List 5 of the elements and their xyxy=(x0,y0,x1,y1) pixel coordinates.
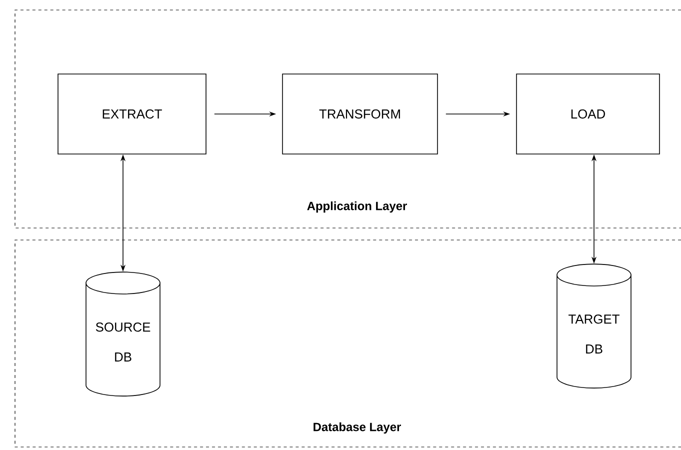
process-box: EXTRACT xyxy=(58,74,206,154)
database-cylinder: SOURCE DB xyxy=(86,272,160,396)
database-cylinder: TARGET DB xyxy=(556,264,632,388)
process-box: TRANSFORM xyxy=(282,74,438,154)
process-box: LOAD xyxy=(516,74,660,154)
